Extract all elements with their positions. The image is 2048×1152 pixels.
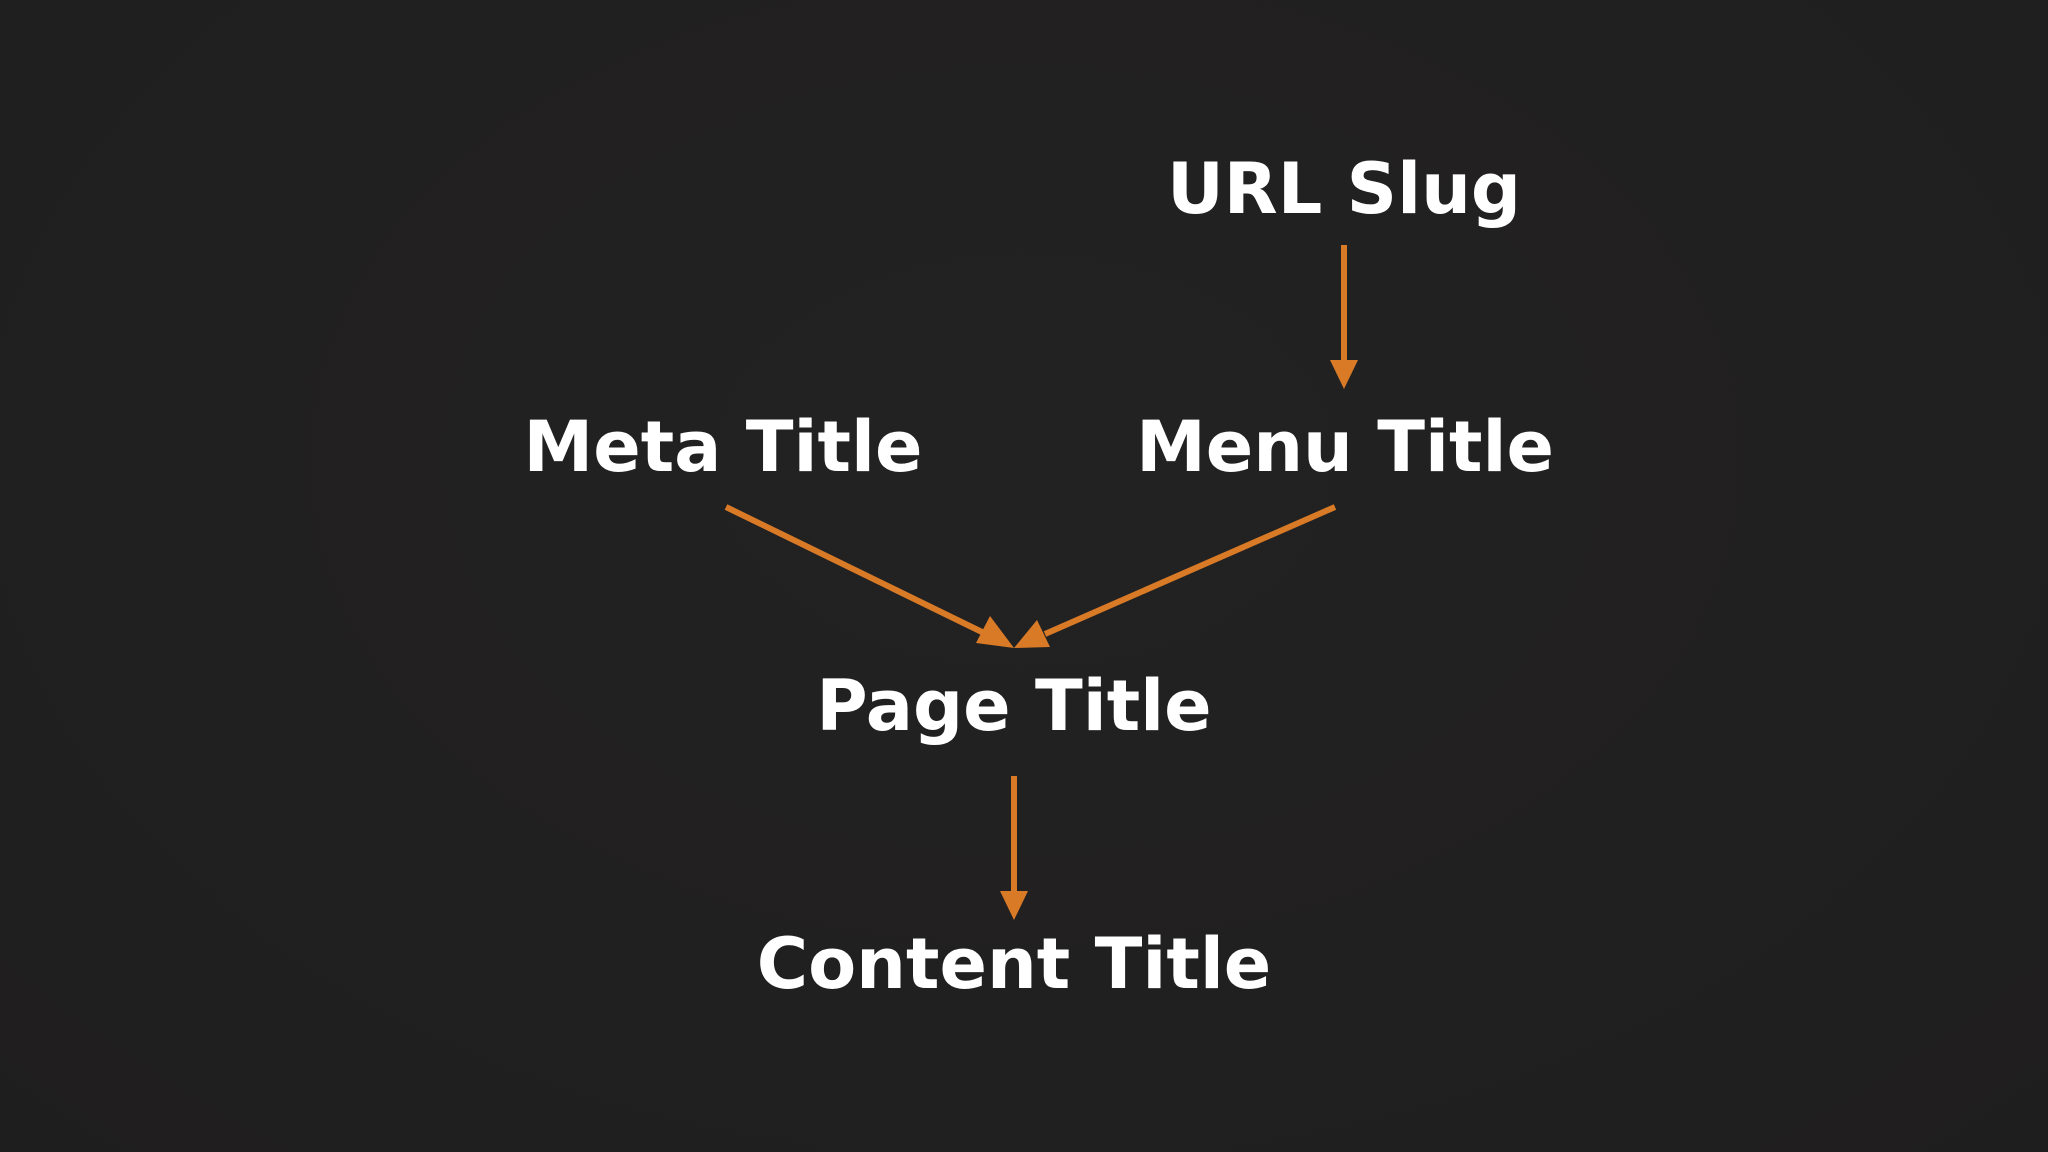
node-menu-title: Menu Title [1136, 406, 1554, 488]
arrow-meta-title-to-page-title [724, 504, 1014, 648]
node-url-slug: URL Slug [1166, 148, 1522, 230]
node-meta-title: Meta Title [523, 406, 923, 488]
arrow-page-title-to-content-title [1000, 776, 1028, 920]
arrow-url-slug-to-menu-title [1330, 245, 1358, 389]
node-content-title: Content Title [756, 923, 1272, 1005]
node-page-title: Page Title [816, 665, 1212, 747]
arrow-menu-title-to-page-title [1014, 504, 1337, 648]
